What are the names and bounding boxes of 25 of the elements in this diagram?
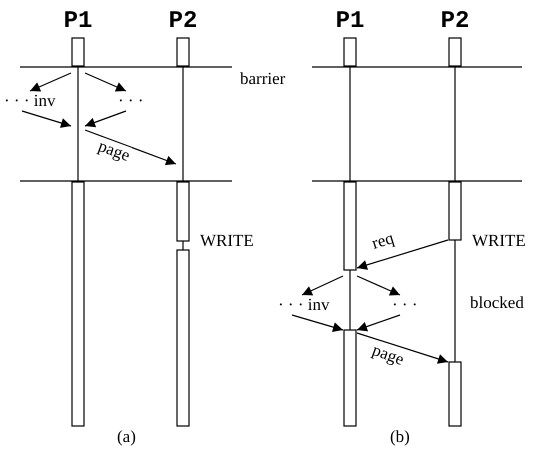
- process-label: P2: [440, 10, 470, 34]
- arrow: [84, 72, 126, 92]
- message-text: · · · inv: [278, 296, 330, 314]
- process-label: P1: [64, 10, 92, 34]
- panel-caption: (b): [390, 428, 410, 446]
- arrow: [356, 332, 448, 364]
- message-text: · · ·: [392, 296, 418, 314]
- message-text: · · · inv: [4, 92, 56, 110]
- arrow: [22, 110, 72, 128]
- note-text: barrier: [240, 70, 286, 88]
- arrow: [356, 314, 400, 332]
- note-text: WRITE: [200, 232, 254, 250]
- message-text: · · ·: [118, 92, 144, 110]
- arrow: [30, 72, 72, 92]
- arrow: [84, 110, 126, 128]
- arrow: [302, 275, 344, 296]
- arrow: [292, 314, 344, 332]
- arrow: [84, 129, 176, 166]
- note-text: blocked: [470, 294, 524, 312]
- note-text: WRITE: [472, 232, 526, 250]
- process-label: P2: [168, 10, 198, 34]
- arrow: [356, 275, 400, 296]
- arrow: [356, 239, 448, 270]
- process-label: P1: [336, 10, 364, 34]
- panel-caption: (a): [117, 428, 136, 446]
